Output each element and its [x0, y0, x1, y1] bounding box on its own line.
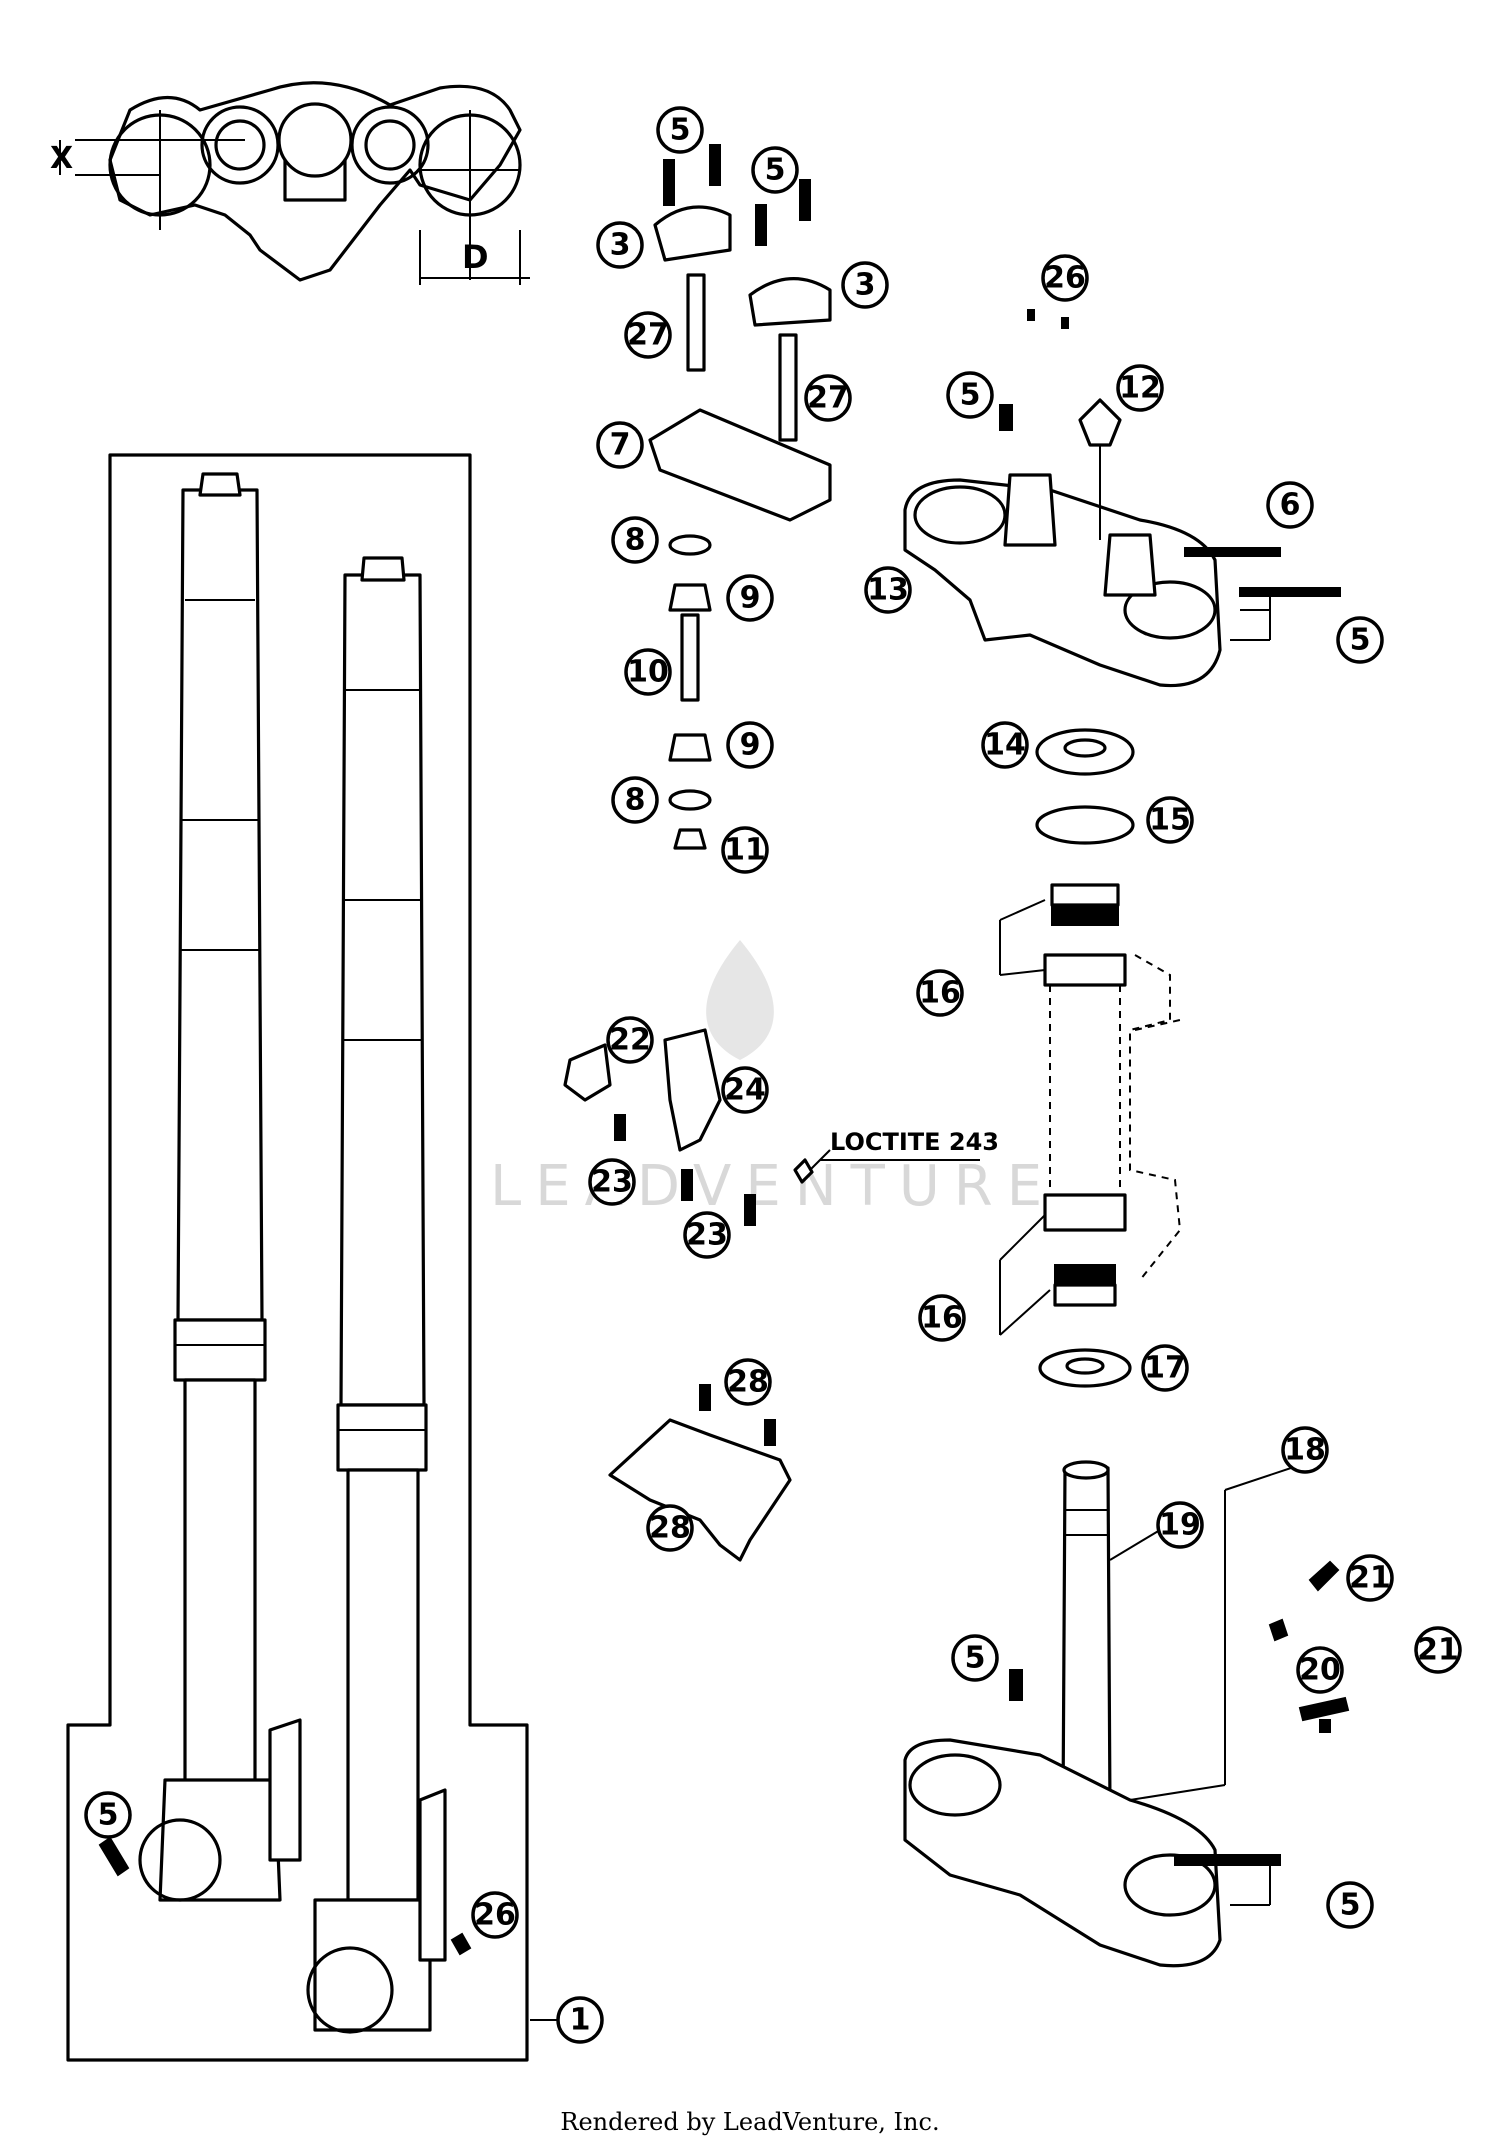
footer-credit: Rendered by LeadVenture, Inc.	[560, 2108, 939, 2136]
callout-15: 15	[1146, 796, 1194, 844]
callout-5c: 5	[946, 371, 994, 419]
callout-20: 20	[1296, 1646, 1344, 1694]
callout-5f: 5	[951, 1634, 999, 1682]
svg-text:20: 20	[1299, 1653, 1341, 1688]
svg-text:5: 5	[670, 113, 691, 148]
svg-text:21: 21	[1417, 1633, 1459, 1668]
callout-16b: 16	[918, 1294, 966, 1342]
callout-27a: 27	[624, 311, 672, 359]
svg-text:8: 8	[625, 783, 646, 818]
svg-text:13: 13	[867, 573, 909, 608]
svg-text:9: 9	[740, 581, 761, 616]
callout-16a: 16	[916, 969, 964, 1017]
loctite-label: LOCTITE 243	[830, 1128, 999, 1156]
lower-triple-clamp	[903, 1460, 1350, 1968]
callout-labels: 1 3 3 5 5 5 5 5 5 5 6 7 8 8 9 9 10 11 12…	[84, 106, 1462, 2044]
callout-17: 17	[1141, 1344, 1189, 1392]
callout-5g: 5	[1326, 1881, 1374, 1929]
left-fork-leg	[138, 472, 302, 1902]
steering-bearings	[999, 728, 1182, 1388]
callout-1: 1	[556, 1996, 604, 2044]
svg-text:26: 26	[474, 1898, 516, 1933]
svg-text:11: 11	[724, 833, 766, 868]
svg-text:18: 18	[1284, 1433, 1326, 1468]
svg-text:9: 9	[740, 728, 761, 763]
right-fork-leg	[306, 556, 447, 2034]
dimension-x-label: X	[50, 141, 73, 176]
fork-bolts	[98, 1836, 472, 1956]
callout-5e: 5	[84, 1791, 132, 1839]
callout-9b: 9	[726, 721, 774, 769]
svg-text:28: 28	[727, 1365, 769, 1400]
svg-text:5: 5	[960, 378, 981, 413]
callout-18: 18	[1281, 1426, 1329, 1474]
callout-7: 7	[596, 421, 644, 469]
callout-26a: 26	[1041, 254, 1089, 302]
svg-text:10: 10	[627, 655, 669, 690]
callout-22: 22	[606, 1016, 654, 1064]
svg-text:7: 7	[610, 428, 631, 463]
callout-28b: 28	[646, 1504, 694, 1552]
svg-text:21: 21	[1349, 1561, 1391, 1596]
svg-text:17: 17	[1144, 1351, 1186, 1386]
callout-6: 6	[1266, 481, 1314, 529]
svg-text:12: 12	[1119, 371, 1161, 406]
callout-8a: 8	[611, 516, 659, 564]
svg-text:16: 16	[919, 976, 961, 1011]
callout-21b: 21	[1414, 1626, 1462, 1674]
svg-text:3: 3	[610, 228, 631, 263]
svg-text:19: 19	[1159, 1508, 1201, 1543]
callout-12: 12	[1116, 364, 1164, 412]
callout-23a: 23	[588, 1158, 636, 1206]
clamp-top-view: X D	[50, 81, 530, 285]
svg-text:8: 8	[625, 523, 646, 558]
callout-5d: 5	[1336, 616, 1384, 664]
callout-3a: 3	[596, 221, 644, 269]
callout-11: 11	[721, 826, 769, 874]
svg-text:22: 22	[609, 1023, 651, 1058]
dimension-d-label: D	[462, 238, 489, 276]
svg-text:3: 3	[855, 268, 876, 303]
callout-26b: 26	[471, 1891, 519, 1939]
svg-text:16: 16	[921, 1301, 963, 1336]
svg-text:5: 5	[1350, 623, 1371, 658]
svg-text:1: 1	[570, 2003, 591, 2038]
callout-14: 14	[981, 721, 1029, 769]
guard-and-bracket-parts	[563, 1028, 831, 1562]
callout-21a: 21	[1346, 1554, 1394, 1602]
svg-text:5: 5	[98, 1798, 119, 1833]
svg-text:5: 5	[965, 1641, 986, 1676]
callout-23b: 23	[683, 1211, 731, 1259]
upper-triple-clamp	[903, 309, 1341, 688]
callout-8b: 8	[611, 776, 659, 824]
callout-9a: 9	[726, 574, 774, 622]
watermark: LEADVENTURE	[490, 940, 1056, 1219]
callout-5b: 5	[751, 146, 799, 194]
svg-text:24: 24	[724, 1073, 766, 1108]
callout-5a: 5	[656, 106, 704, 154]
callout-28a: 28	[724, 1358, 772, 1406]
svg-text:6: 6	[1280, 488, 1301, 523]
callout-3b: 3	[841, 261, 889, 309]
callout-27b: 27	[804, 374, 852, 422]
svg-text:15: 15	[1149, 803, 1191, 838]
svg-text:14: 14	[984, 728, 1026, 763]
svg-text:23: 23	[591, 1165, 633, 1200]
callout-13: 13	[864, 566, 912, 614]
svg-text:26: 26	[1044, 261, 1086, 296]
svg-text:23: 23	[686, 1218, 728, 1253]
svg-text:27: 27	[807, 381, 849, 416]
svg-text:5: 5	[1340, 1888, 1361, 1923]
callout-10: 10	[624, 648, 672, 696]
callout-24: 24	[721, 1066, 769, 1114]
handlebar-clamp-parts	[648, 144, 832, 850]
svg-text:27: 27	[627, 318, 669, 353]
watermark-text: LEADVENTURE	[490, 1154, 1056, 1219]
svg-text:5: 5	[765, 153, 786, 188]
fork-assembly-boundary	[66, 453, 529, 2062]
svg-text:28: 28	[649, 1511, 691, 1546]
callout-19: 19	[1156, 1501, 1204, 1549]
